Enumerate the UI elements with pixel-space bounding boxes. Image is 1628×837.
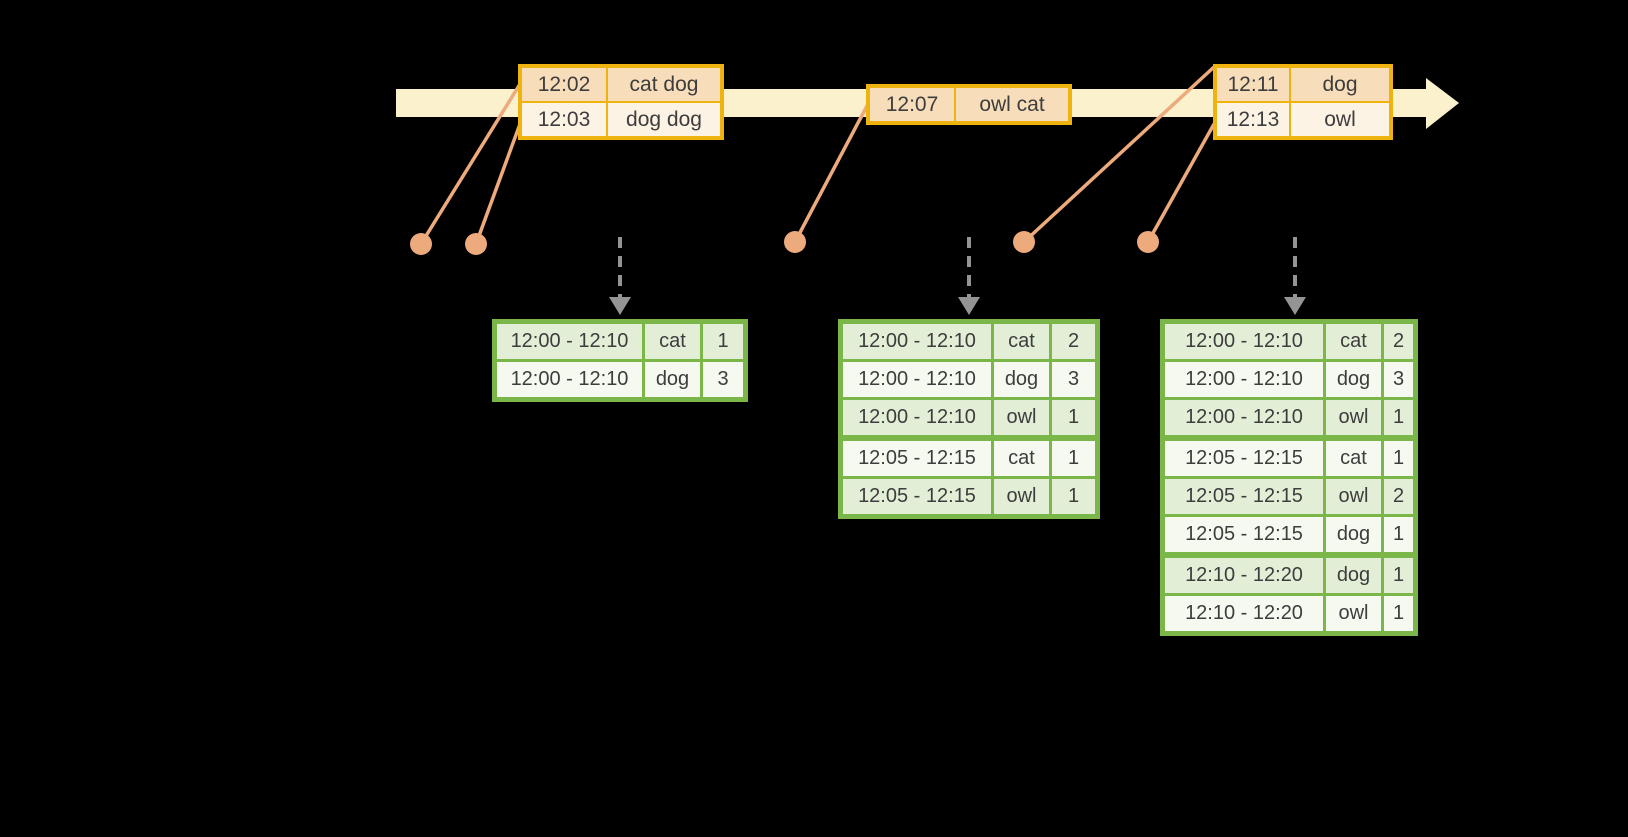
- result-window: 12:05 - 12:15: [1165, 441, 1323, 476]
- event-time: 12:11: [1217, 68, 1289, 101]
- result-word: cat: [991, 324, 1049, 359]
- result-count: 1: [1049, 400, 1095, 435]
- event-time: 12:13: [1217, 103, 1289, 136]
- event-words: owl: [1289, 103, 1389, 136]
- event-dots: [410, 231, 1159, 255]
- result-row: 12:00 - 12:10 dog 3: [843, 359, 1095, 397]
- result-row: 12:00 - 12:10 owl 1: [1165, 397, 1413, 435]
- result-window: 12:00 - 12:10: [497, 324, 642, 359]
- event-time: 12:07: [870, 88, 954, 121]
- result-window: 12:00 - 12:10: [843, 324, 991, 359]
- result-table-3: 12:00 - 12:10 cat 2 12:00 - 12:10 dog 3 …: [1160, 319, 1418, 636]
- result-row: 12:10 - 12:20 owl 1: [1165, 593, 1413, 631]
- result-row: 12:00 - 12:10 cat 2: [1165, 324, 1413, 359]
- event-row: 12:02 cat dog: [522, 68, 720, 101]
- result-word: cat: [642, 324, 700, 359]
- result-window: 12:10 - 12:20: [1165, 558, 1323, 593]
- result-count: 3: [1049, 362, 1095, 397]
- result-row: 12:00 - 12:10 dog 3: [497, 359, 743, 397]
- event-dot: [465, 233, 487, 255]
- event-row: 12:13 owl: [1217, 101, 1389, 136]
- result-word: owl: [1323, 400, 1381, 435]
- event-dot: [1013, 231, 1035, 253]
- result-word: dog: [642, 362, 700, 397]
- result-count: 1: [1049, 441, 1095, 476]
- result-window: 12:00 - 12:10: [1165, 324, 1323, 359]
- event-row: 12:03 dog dog: [522, 101, 720, 136]
- event-time: 12:02: [522, 68, 606, 101]
- result-window: 12:10 - 12:20: [1165, 596, 1323, 631]
- result-window: 12:05 - 12:15: [843, 479, 991, 514]
- event-dot: [410, 233, 432, 255]
- result-count: 1: [1049, 479, 1095, 514]
- result-row: 12:00 - 12:10 cat 1: [497, 324, 743, 359]
- result-word: owl: [1323, 596, 1381, 631]
- event-words: owl cat: [954, 88, 1068, 121]
- result-window: 12:00 - 12:10: [1165, 400, 1323, 435]
- event-connector-lines: [419, 65, 1216, 245]
- event-dot: [1137, 231, 1159, 253]
- event-connector-line: [474, 123, 522, 245]
- result-count: 2: [1381, 324, 1413, 359]
- event-time: 12:03: [522, 103, 606, 136]
- result-word: dog: [1323, 517, 1381, 552]
- event-words: cat dog: [606, 68, 720, 101]
- result-row: 12:05 - 12:15 owl 1: [843, 476, 1095, 514]
- result-table-1: 12:00 - 12:10 cat 1 12:00 - 12:10 dog 3: [492, 319, 748, 402]
- result-word: cat: [1323, 441, 1381, 476]
- result-word: cat: [1323, 324, 1381, 359]
- result-count: 1: [1381, 558, 1413, 593]
- result-word: owl: [991, 479, 1049, 514]
- result-word: owl: [1323, 479, 1381, 514]
- result-word: owl: [991, 400, 1049, 435]
- event-table-2: 12:07 owl cat: [866, 84, 1072, 125]
- result-row: 12:05 - 12:15 dog 1: [1165, 514, 1413, 552]
- event-row: 12:11 dog: [1217, 68, 1389, 101]
- result-window: 12:00 - 12:10: [497, 362, 642, 397]
- result-window: 12:00 - 12:10: [1165, 362, 1323, 397]
- result-row: 12:05 - 12:15 cat 1: [1165, 435, 1413, 476]
- event-connector-line: [1022, 65, 1216, 244]
- result-window: 12:05 - 12:15: [1165, 517, 1323, 552]
- event-words: dog dog: [606, 103, 720, 136]
- event-table-1: 12:02 cat dog 12:03 dog dog: [518, 64, 724, 140]
- result-row: 12:05 - 12:15 cat 1: [843, 435, 1095, 476]
- result-window: 12:05 - 12:15: [843, 441, 991, 476]
- result-row: 12:10 - 12:20 dog 1: [1165, 552, 1413, 593]
- result-word: cat: [991, 441, 1049, 476]
- trigger-arrow: [958, 237, 980, 315]
- trigger-arrow: [609, 237, 631, 315]
- result-word: dog: [1323, 558, 1381, 593]
- event-row: 12:07 owl cat: [870, 88, 1068, 121]
- event-connector-line: [1146, 123, 1216, 243]
- result-row: 12:05 - 12:15 owl 2: [1165, 476, 1413, 514]
- result-row: 12:00 - 12:10 dog 3: [1165, 359, 1413, 397]
- result-table-2: 12:00 - 12:10 cat 2 12:00 - 12:10 dog 3 …: [838, 319, 1100, 519]
- event-dot: [784, 231, 806, 253]
- result-count: 2: [1049, 324, 1095, 359]
- result-row: 12:00 - 12:10 owl 1: [843, 397, 1095, 435]
- trigger-arrows: [609, 237, 1306, 315]
- result-row: 12:00 - 12:10 cat 2: [843, 324, 1095, 359]
- result-word: dog: [991, 362, 1049, 397]
- result-window: 12:00 - 12:10: [843, 400, 991, 435]
- event-table-3: 12:11 dog 12:13 owl: [1213, 64, 1393, 140]
- result-count: 1: [1381, 441, 1413, 476]
- result-count: 1: [700, 324, 743, 359]
- result-window: 12:00 - 12:10: [843, 362, 991, 397]
- result-count: 3: [700, 362, 743, 397]
- result-count: 1: [1381, 400, 1413, 435]
- result-count: 2: [1381, 479, 1413, 514]
- result-window: 12:05 - 12:15: [1165, 479, 1323, 514]
- event-connector-line: [793, 103, 870, 243]
- result-count: 1: [1381, 517, 1413, 552]
- result-count: 3: [1381, 362, 1413, 397]
- result-count: 1: [1381, 596, 1413, 631]
- event-words: dog: [1289, 68, 1389, 101]
- trigger-arrow: [1284, 237, 1306, 315]
- event-connector-line: [419, 83, 522, 245]
- result-word: dog: [1323, 362, 1381, 397]
